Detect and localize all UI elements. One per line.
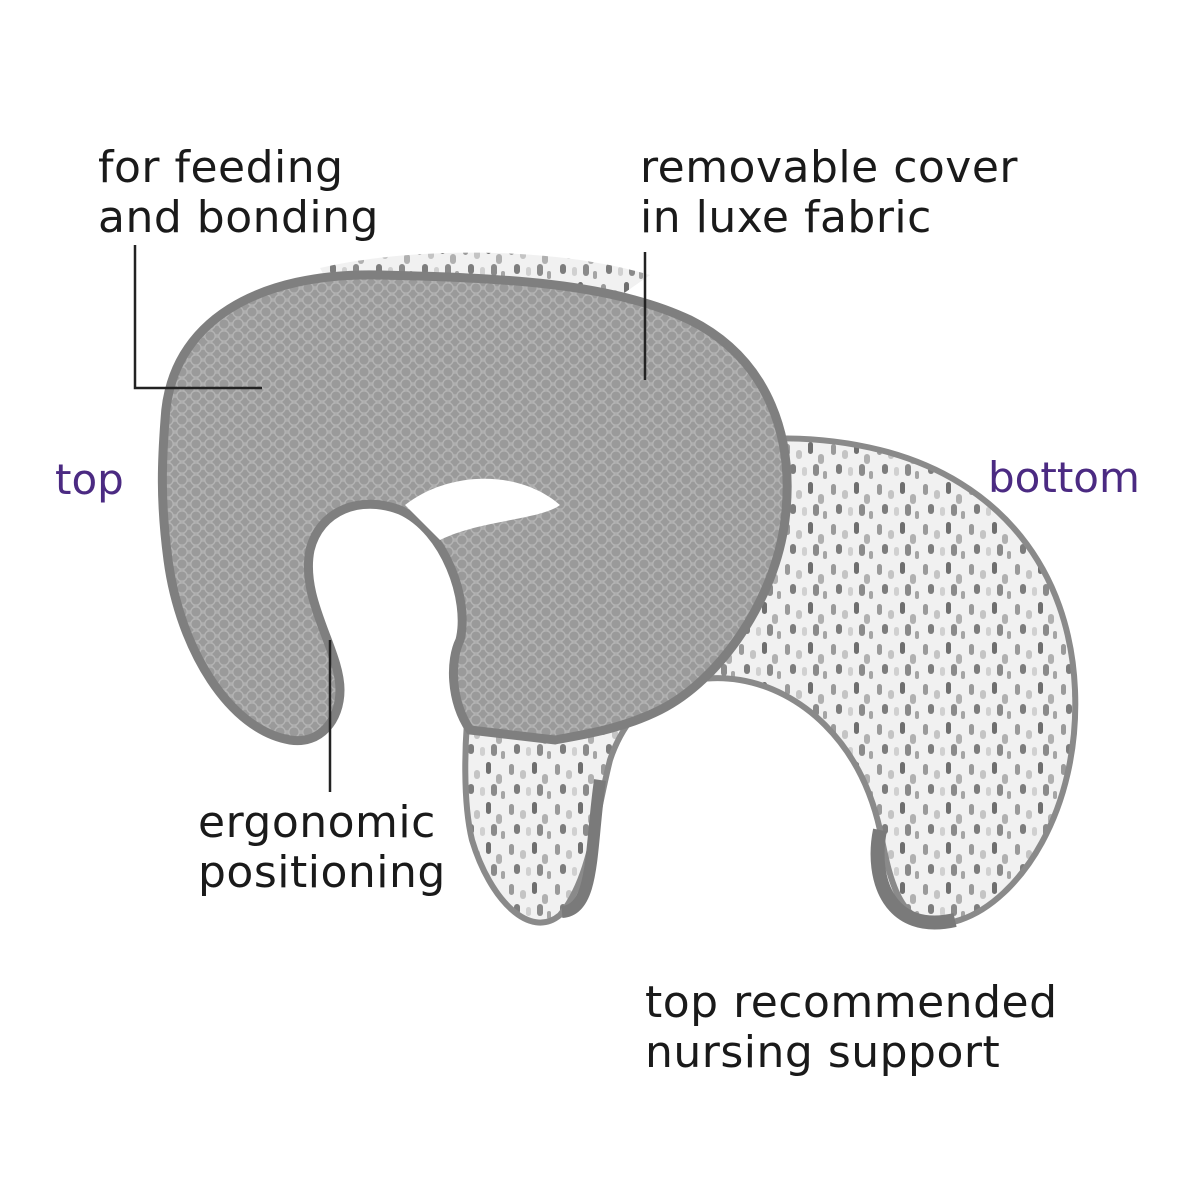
callout-cover-line2: in luxe fabric [640,192,932,243]
side-label-top: top [55,455,124,504]
callout-ergonomic-positioning: ergonomic positioning [198,798,446,898]
callout-recommended-line2: nursing support [645,1027,1001,1078]
callout-feeding-bonding: for feeding and bonding [98,143,379,243]
callout-ergonomic-line2: positioning [198,847,446,898]
callout-cover-line1: removable cover [640,142,1018,193]
callout-top-recommended: top recommended nursing support [645,978,1058,1078]
leader-lines [133,245,647,792]
callout-recommended-line1: top recommended [645,977,1058,1028]
callout-removable-cover: removable cover in luxe fabric [640,143,1018,243]
leader-line-feeding [133,245,262,390]
side-label-bottom: bottom [988,453,1140,502]
callout-feeding-line2: and bonding [98,192,379,243]
pillow-top-mesh [157,270,792,746]
callout-feeding-line1: for feeding [98,142,344,193]
callout-ergonomic-line1: ergonomic [198,797,436,848]
